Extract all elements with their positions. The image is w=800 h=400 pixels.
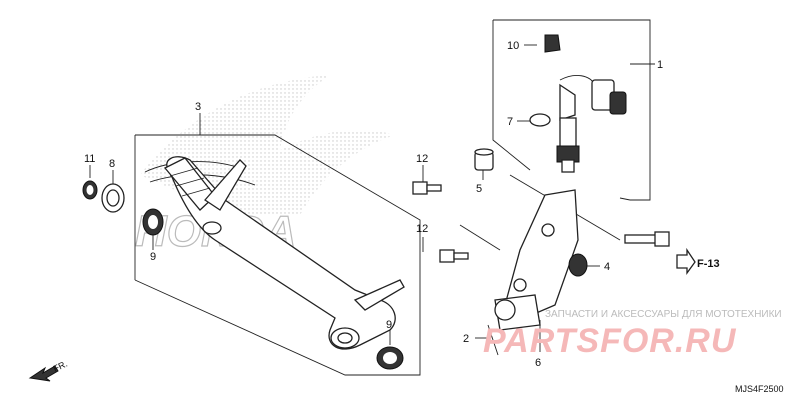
front-arrow: FR. [28, 359, 69, 382]
callout-2: 2 [463, 333, 469, 345]
callout-10: 10 [507, 40, 519, 52]
ref-label: F-13 [697, 258, 720, 270]
callout-7: 8 [109, 158, 115, 170]
leader-lines [89, 44, 655, 352]
bracket-6 [494, 189, 579, 331]
spring-4 [568, 253, 588, 277]
ref-arrow: F-13 [676, 247, 720, 275]
diagram-code: MJS4F2500 [735, 384, 784, 394]
pedal-group-box [134, 134, 421, 376]
clip-8 [529, 113, 551, 127]
watermark-tagline: ЗАПЧАСТИ И АКСЕССУАРЫ ДЛЯ МОТОТЕХНИКИ [545, 309, 782, 320]
brake-pedal [163, 156, 405, 350]
front-label: FR. [52, 359, 69, 374]
spring-2 [487, 324, 499, 356]
callout-12-lower: 12 [416, 223, 428, 235]
bolts-12 [412, 181, 469, 263]
bolt-12-top [412, 181, 428, 195]
callout-4: 4 [604, 261, 610, 273]
callout-9-left: 9 [150, 251, 156, 263]
watermark-site: PARTSFOR.RU [483, 322, 737, 360]
stop-switch [529, 34, 627, 173]
washers [82, 180, 404, 370]
callout-1: 1 [657, 59, 663, 71]
collar-5 [474, 148, 494, 171]
callout-8: 7 [507, 116, 513, 128]
callout-6: 6 [535, 357, 541, 369]
callout-12-top: 12 [416, 153, 428, 165]
callout-9-right: 9 [386, 319, 392, 331]
callout-3: 3 [195, 101, 201, 113]
callout-5: 5 [476, 183, 482, 195]
bolt-12-lower [439, 249, 455, 263]
callout-11: 11 [84, 153, 95, 165]
switch-assembly-box [492, 19, 651, 201]
long-bolt [624, 231, 670, 247]
